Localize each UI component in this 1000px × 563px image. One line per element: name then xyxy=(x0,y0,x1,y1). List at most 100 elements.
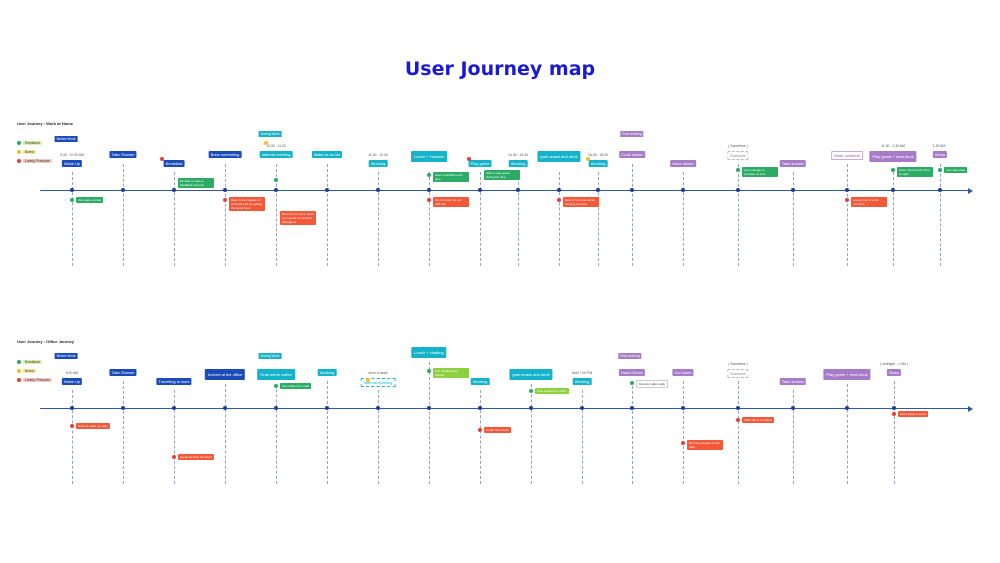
phase-post-work: Post working xyxy=(620,131,644,137)
note-positive: Be able to have a breakfast at home xyxy=(178,178,214,188)
note-pain: Under fast stress xyxy=(484,427,511,433)
neutral-dot-icon xyxy=(17,150,21,154)
stage-make-todo[interactable]: Make to-do list xyxy=(311,151,343,158)
timeline-node xyxy=(325,406,329,410)
stage-brew-something[interactable]: Brew something xyxy=(208,151,242,158)
stage-internal-meeting[interactable]: Internal meeting xyxy=(259,151,293,158)
positive-dot-icon xyxy=(17,360,21,364)
stage-take-shower[interactable]: Take Shower xyxy=(109,151,137,158)
stage-lunch-youtube[interactable]: Lunch + Youtube xyxy=(411,151,447,162)
stage-take-shower[interactable]: Take Shower xyxy=(109,369,137,376)
phase-during-work: During Work xyxy=(258,131,282,137)
timeline-guide xyxy=(225,384,226,484)
timeline-guide xyxy=(582,390,583,484)
legend-negative: Lonely, Pressure xyxy=(17,378,52,382)
timeline-guide xyxy=(683,172,684,266)
legend-positive: Emotional xyxy=(17,141,42,145)
timeline-node xyxy=(736,188,740,192)
stage-arrived-office[interactable]: Arrived at the office xyxy=(204,369,246,380)
stage-working[interactable]: Working xyxy=(572,378,592,385)
note-pain: Have to be creative on what will end up … xyxy=(229,197,265,211)
legend-neutral: Bored xyxy=(17,369,36,373)
stage-grab-coffee[interactable]: Grab some coffee xyxy=(257,369,295,380)
positive-emotion-icon xyxy=(427,369,431,373)
stage-lunch-chatting[interactable]: Lunch + chatting xyxy=(411,347,447,358)
timeline-node xyxy=(325,188,329,192)
stage-wake-up[interactable]: Wake Up xyxy=(61,160,83,167)
stage-play-game[interactable]: Play game xyxy=(468,160,492,167)
stage-take-shower[interactable]: Take shower xyxy=(779,378,807,385)
stage-grab-snack[interactable]: grab snack and drink xyxy=(509,369,553,380)
stage-working[interactable]: Working xyxy=(508,160,528,167)
timeline-guide xyxy=(327,381,328,484)
timeline-guide xyxy=(847,164,848,266)
stage-breakfast[interactable]: Breakfast xyxy=(163,160,185,167)
stage-have-dinner[interactable]: Have dinner xyxy=(670,160,696,167)
timeline-guide xyxy=(174,390,175,484)
timeline-node xyxy=(70,188,74,192)
stage-working[interactable]: Working xyxy=(317,369,337,376)
positive-emotion-icon xyxy=(70,198,74,202)
time-label: 9.30 - 10.00 AM xyxy=(60,153,84,157)
timeline-node xyxy=(791,188,795,192)
note-pain: spend an hour on travel xyxy=(178,454,214,460)
timeline-node xyxy=(376,406,380,410)
timeline-node xyxy=(681,188,685,192)
timeline-node xyxy=(529,406,533,410)
negative-emotion-icon xyxy=(160,157,164,161)
timeline-node xyxy=(478,188,482,192)
time-label: Until 7.00 PM xyxy=(571,371,593,375)
stage-grab-snack[interactable]: grab snack and drink xyxy=(537,151,581,162)
note-pain: Don't sleep to loose xyxy=(898,411,929,417)
time-label: 8.00 AM xyxy=(65,371,79,375)
positive-dot-icon xyxy=(17,141,21,145)
arrow-right-icon xyxy=(968,406,973,412)
stage-play-game-read[interactable]: Play game + read book xyxy=(869,151,917,162)
stage-wake-up[interactable]: Wake Up xyxy=(61,378,83,385)
stage-sleep[interactable]: Sleep xyxy=(932,151,948,158)
positive-emotion-icon xyxy=(427,173,431,177)
positive-emotion-icon xyxy=(938,168,942,172)
stage-working[interactable]: Working xyxy=(368,160,388,167)
stage-take-shower[interactable]: Take shower xyxy=(779,160,807,167)
negative-emotion-icon xyxy=(736,418,740,422)
timeline-node xyxy=(681,406,685,410)
stage-travelling[interactable]: Travelling to work xyxy=(156,378,192,385)
timeline-node xyxy=(121,406,125,410)
timeline-node xyxy=(596,188,600,192)
stage-working[interactable]: Working xyxy=(470,378,490,385)
timeline-node xyxy=(580,406,584,410)
time-label: 11.00 - 12.30 xyxy=(368,153,388,157)
note-pain: Often fail to complete xyxy=(742,417,775,423)
stage-play-game-read[interactable]: Play game + read book xyxy=(823,369,871,380)
stage-exercise[interactable]: Exercise xyxy=(727,369,749,378)
stage-sleep[interactable]: Sleep xyxy=(886,369,902,376)
section1-label: User Journey : Work at Home xyxy=(17,121,73,126)
stage-go-home[interactable]: Go Home xyxy=(672,369,694,376)
stage-working[interactable]: Working xyxy=(588,160,608,167)
neutral-emotion-icon xyxy=(264,141,268,145)
timeline-guide xyxy=(894,381,895,484)
page-title: User Journey map xyxy=(404,58,596,80)
negative-emotion-icon xyxy=(223,198,227,202)
stage-work-overtime[interactable]: Work overtime xyxy=(831,151,863,160)
positive-emotion-icon xyxy=(891,168,895,172)
stage-have-dinner[interactable]: Have Dinner xyxy=(618,369,646,376)
time-label: 14.30 - 15.30 xyxy=(508,153,528,157)
note-pain: Have to wake up early xyxy=(76,423,110,429)
legend-positive: Emotional xyxy=(17,360,42,364)
stage-exercise[interactable]: Exercise xyxy=(727,151,749,160)
time-label: 11.30 - 1.30 AM xyxy=(881,144,905,148)
timeline-guide xyxy=(378,172,379,266)
timeline-guide xyxy=(738,381,739,484)
positive-emotion-icon xyxy=(274,178,278,182)
timeline-guide xyxy=(847,384,848,484)
timeline-guide xyxy=(123,381,124,484)
timeline-guide xyxy=(632,164,633,266)
stage-internal-meeting[interactable]: Internal meeting xyxy=(360,378,396,387)
stage-cook-dinner[interactable]: Cook dinner xyxy=(619,151,645,158)
negative-emotion-icon xyxy=(478,428,482,432)
negative-emotion-icon xyxy=(172,455,176,459)
timeline-guide xyxy=(738,164,739,266)
timeline-node xyxy=(892,406,896,410)
